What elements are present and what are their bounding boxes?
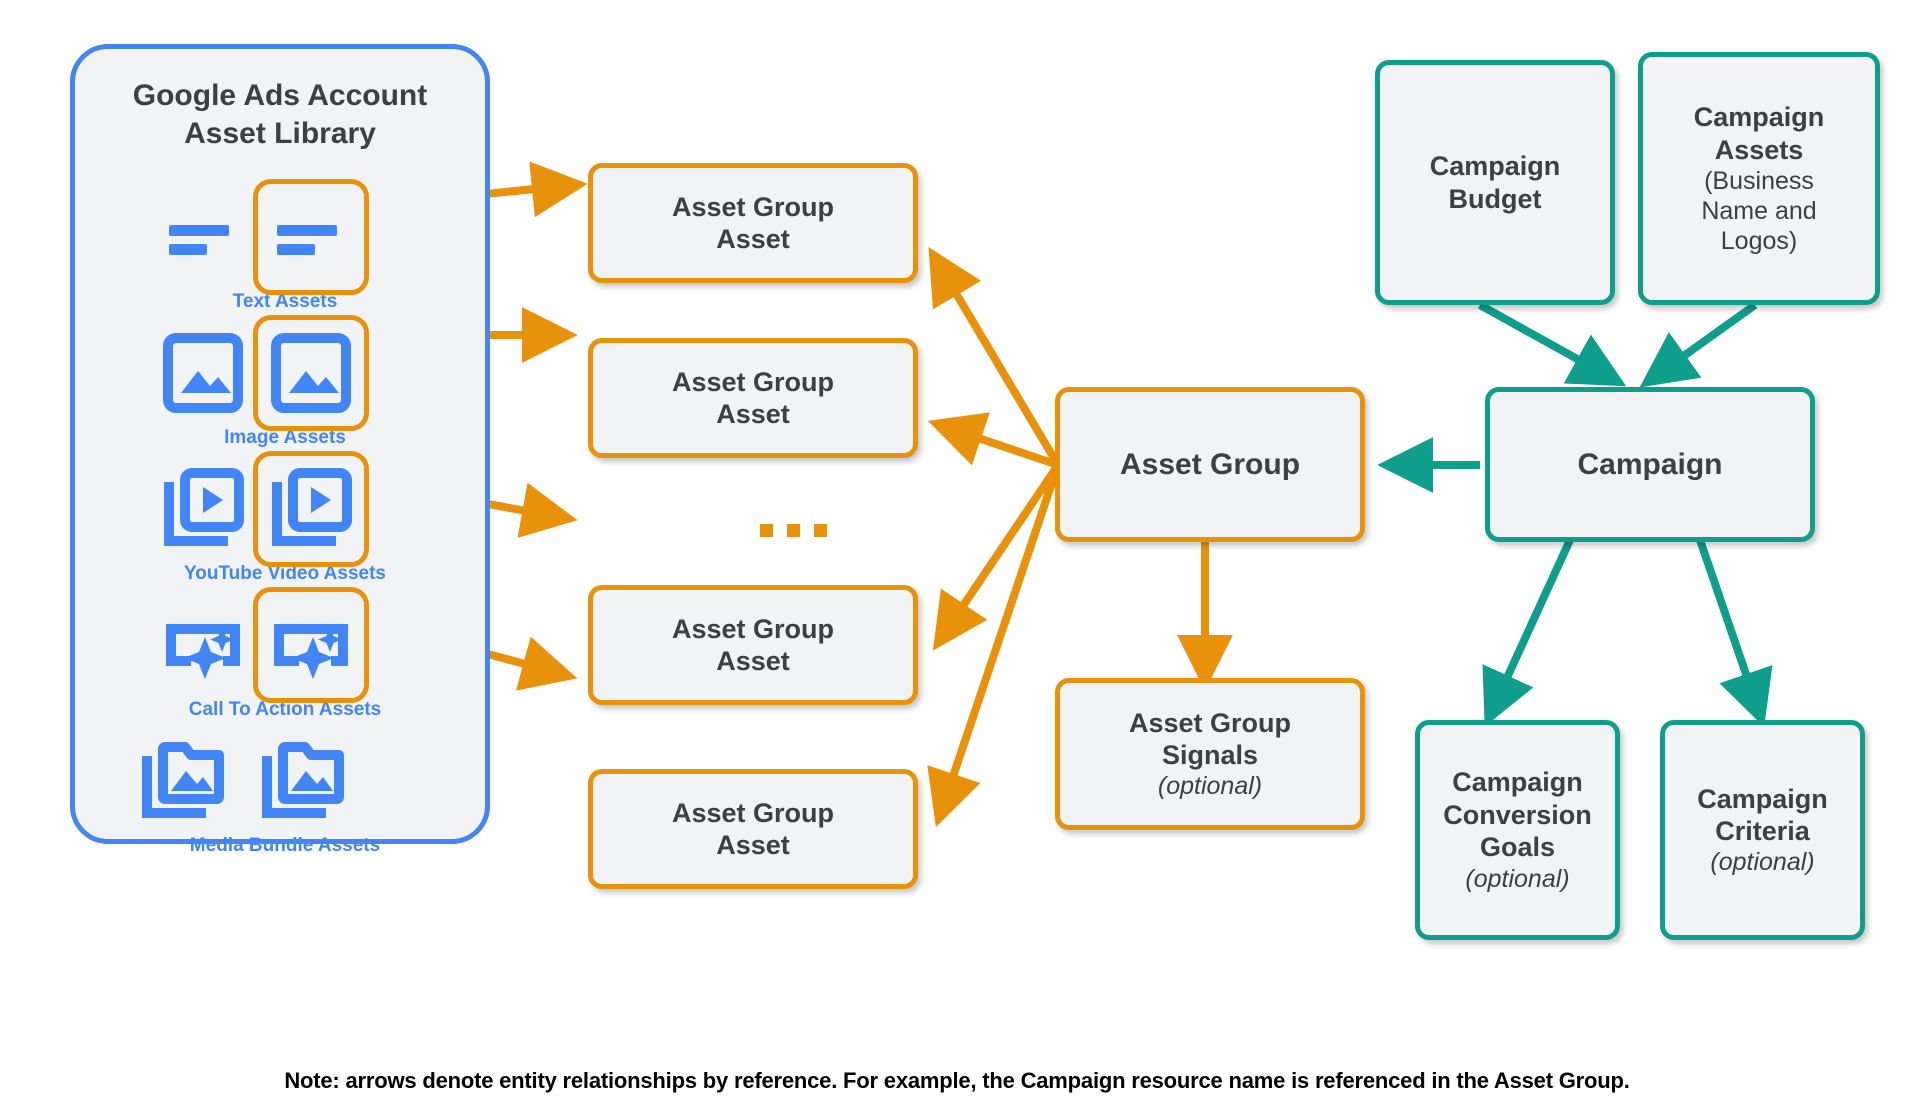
campaign-assets-title: Campaign Assets <box>1693 102 1825 165</box>
asset-group-asset-label: Asset Group Asset <box>671 797 835 860</box>
asset-group-box[interactable]: Asset Group <box>1055 387 1365 542</box>
campaign-assets-qualifier: (Business Name and Logos) <box>1701 166 1817 255</box>
media-bundle-asset-icon <box>141 739 225 823</box>
campaign-conversion-goals-label: Campaign Conversion Goals (optional) <box>1435 734 1600 926</box>
asset-group-signals-title: Asset Group Signals <box>1128 707 1292 770</box>
asset-group-signals-qualifier: (optional) <box>1157 772 1263 801</box>
library-item-label: YouTube Video Assets <box>183 563 386 584</box>
campaign-conversion-goals-qualifier: (optional) <box>1465 864 1570 893</box>
library-item-call-to-action-assets[interactable]: Call To Action Assets <box>75 587 495 721</box>
library-item-image-assets[interactable]: Image Assets <box>75 315 495 449</box>
library-item-label: Text Assets <box>232 291 338 312</box>
asset-group-asset-label: Asset Group Asset <box>671 366 835 429</box>
ellipsis-indicator <box>760 524 827 537</box>
call-to-action-asset-selected-box[interactable] <box>253 587 369 703</box>
campaign-conversion-goals-title: Campaign Conversion Goals <box>1443 767 1592 863</box>
library-item-label: Media Bundle Assets <box>189 835 381 856</box>
campaign-budget-box[interactable]: Campaign Budget <box>1375 60 1615 305</box>
library-item-text-assets[interactable]: Text Assets <box>75 179 495 313</box>
campaign-criteria-box[interactable]: Campaign Criteria (optional) <box>1660 720 1865 940</box>
asset-group-label: Asset Group <box>1119 447 1301 481</box>
library-title: Google Ads Account Asset Library <box>132 79 428 150</box>
campaign-criteria-title: Campaign Criteria <box>1697 783 1828 846</box>
asset-group-signals-label: Asset Group Signals (optional) <box>1121 674 1299 834</box>
campaign-assets-box[interactable]: Campaign Assets (Business Name and Logos… <box>1638 52 1880 305</box>
campaign-budget-label: Campaign Budget <box>1429 151 1561 214</box>
text-asset-icon <box>161 195 245 279</box>
asset-group-asset-box-3[interactable]: Asset Group Asset <box>588 585 918 705</box>
youtube-video-asset-icon <box>272 468 352 546</box>
campaign-conversion-goals-box[interactable]: Campaign Conversion Goals (optional) <box>1415 720 1620 940</box>
media-bundle-asset-icon <box>261 739 345 823</box>
asset-group-signals-box[interactable]: Asset Group Signals (optional) <box>1055 678 1365 830</box>
campaign-criteria-qualifier: (optional) <box>1710 848 1815 877</box>
footnote: Note: arrows denote entity relationships… <box>284 1068 1630 1093</box>
campaign-criteria-label: Campaign Criteria (optional) <box>1689 750 1836 910</box>
call-to-action-asset-icon <box>161 603 245 687</box>
asset-group-asset-label: Asset Group Asset <box>671 191 835 254</box>
library-item-label: Image Assets <box>224 427 346 448</box>
library-item-youtube-video-assets[interactable]: YouTube Video Assets <box>75 451 495 585</box>
call-to-action-asset-icon <box>274 624 348 679</box>
asset-library-panel: Google Ads Account Asset Library Text <box>70 44 490 856</box>
library-item-media-bundle-assets[interactable]: Media Bundle Assets <box>75 733 495 857</box>
asset-group-asset-box-4[interactable]: Asset Group Asset <box>588 769 918 889</box>
library-item-label: Call To Action Assets <box>188 699 382 720</box>
text-asset-selected-box[interactable] <box>253 179 369 295</box>
campaign-assets-label: Campaign Assets (Business Name and Logos… <box>1686 69 1833 289</box>
youtube-video-asset-selected-box[interactable] <box>253 451 369 567</box>
campaign-box[interactable]: Campaign <box>1485 387 1815 542</box>
asset-group-asset-label: Asset Group Asset <box>671 613 835 676</box>
image-asset-selected-box[interactable] <box>253 315 369 431</box>
asset-group-asset-box-1[interactable]: Asset Group Asset <box>588 163 918 283</box>
asset-group-asset-box-2[interactable]: Asset Group Asset <box>588 338 918 458</box>
image-asset-icon <box>161 331 245 415</box>
youtube-video-asset-icon <box>161 467 245 551</box>
image-asset-icon <box>271 333 351 413</box>
campaign-label: Campaign <box>1577 447 1723 481</box>
text-asset-icon <box>277 225 337 255</box>
